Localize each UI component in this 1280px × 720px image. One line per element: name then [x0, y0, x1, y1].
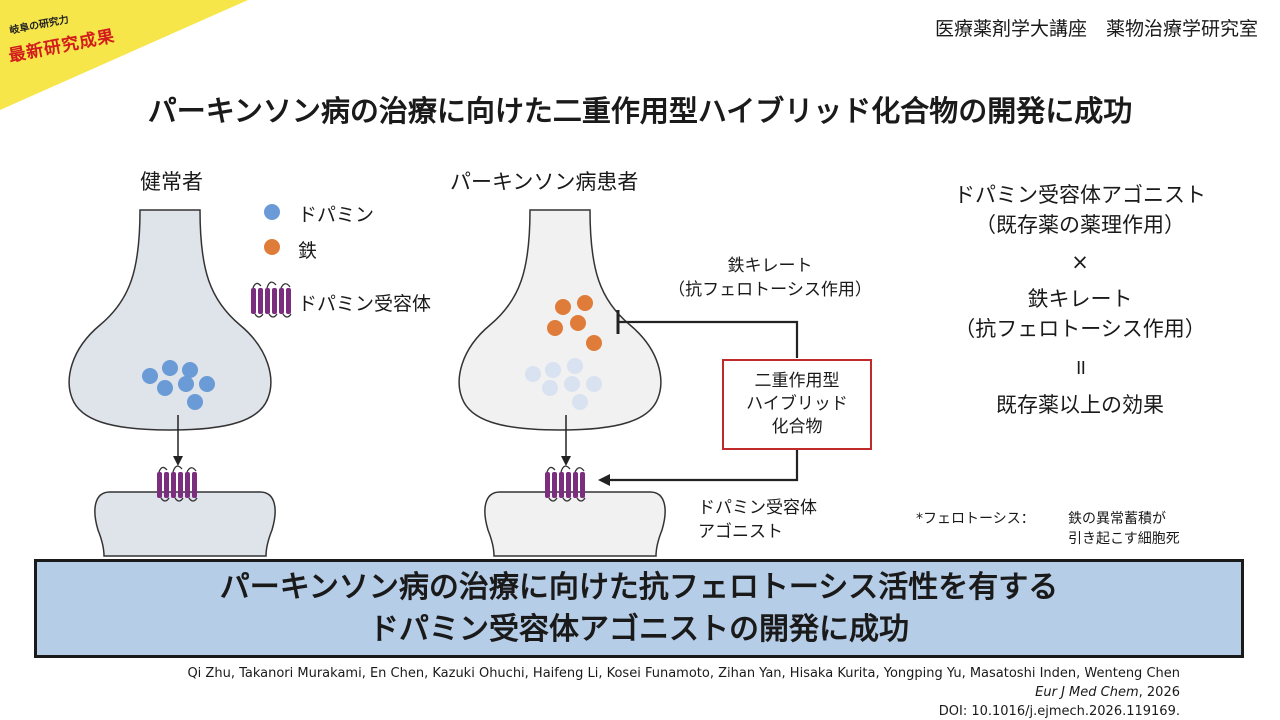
hybrid-compound-box: 二重作用型 ハイブリッド 化合物	[722, 359, 872, 450]
lab-name: 医療薬剤学大講座 薬物治療学研究室	[934, 18, 1258, 40]
right-panel: ドパミン受容体アゴニスト （既存薬の薬理作用） × 鉄キレート （抗フェロトーシ…	[900, 180, 1260, 420]
legend-dopamine-dot	[264, 204, 280, 220]
agonist-label-line2: アゴニスト	[698, 522, 783, 542]
hybrid-line3: 化合物	[771, 417, 823, 437]
right-line6: ॥	[1073, 355, 1087, 379]
chelate-label-line2: （抗フェロトーシス作用）	[668, 280, 872, 300]
legend-receptor-label: ドパミン受容体	[298, 293, 432, 315]
chelate-label: 鉄キレート （抗フェロトーシス作用）	[650, 254, 890, 302]
agonist-label: ドパミン受容体 アゴニスト	[698, 496, 817, 544]
footnote-def2: 引き起こす細胞死	[1068, 531, 1180, 547]
patient-presynaptic-terminal	[458, 209, 662, 431]
citation-doi: DOI: 10.1016/j.ejmech.2026.119169.	[938, 704, 1180, 719]
right-line2: （既存薬の薬理作用）	[975, 213, 1185, 237]
hybrid-line1: 二重作用型	[754, 371, 840, 391]
footnote-def1: 鉄の異常蓄積が	[1068, 511, 1166, 527]
chelation-inhibition-line	[618, 320, 799, 358]
footnote-term: *フェロトーシス：	[916, 511, 1035, 527]
legend-receptor-icon	[250, 281, 292, 318]
hybrid-line2: ハイブリッド	[746, 394, 848, 414]
right-line5: （抗フェロトーシス作用）	[954, 317, 1206, 341]
corner-ribbon	[0, 0, 248, 110]
chelate-label-line1: 鉄キレート	[727, 256, 813, 276]
page-title: パーキンソン病の治療に向けた二重作用型ハイブリッド化合物の開発に成功	[147, 94, 1133, 128]
legend-iron-label: 鉄	[298, 240, 318, 262]
patient-dopamine-cluster	[525, 358, 602, 410]
healthy-label: 健常者	[140, 170, 203, 194]
right-line7: 既存薬以上の効果	[996, 393, 1164, 417]
legend-iron-dot	[264, 239, 280, 255]
summary-banner: パーキンソン病の治療に向けた抗フェロトーシス活性を有する ドパミン受容体アゴニス…	[34, 559, 1244, 658]
healthy-presynaptic-terminal	[68, 209, 272, 431]
agonist-label-line1: ドパミン受容体	[698, 498, 817, 518]
healthy-dopamine-cluster	[142, 360, 215, 410]
journal-year: , 2026	[1138, 685, 1180, 700]
patient-label: パーキンソン病患者	[450, 170, 639, 194]
banner-line1: パーキンソン病の治療に向けた抗フェロトーシス活性を有する	[219, 569, 1059, 605]
right-line3: ×	[1071, 250, 1089, 274]
right-line4: 鉄キレート	[1027, 287, 1133, 311]
citation-authors: Qi Zhu, Takanori Murakami, En Chen, Kazu…	[187, 666, 1180, 681]
right-line1: ドパミン受容体アゴニスト	[954, 183, 1206, 207]
patient-iron-cluster	[547, 295, 602, 351]
patient-postsynaptic-cell	[484, 491, 666, 557]
journal-name: Eur J Med Chem	[1035, 685, 1139, 700]
legend-dopamine-label: ドパミン	[298, 204, 375, 226]
healthy-postsynaptic-cell	[94, 491, 276, 557]
banner-line2: ドパミン受容体アゴニストの開発に成功	[369, 611, 909, 647]
citation-journal: Eur J Med Chem, 2026	[1035, 685, 1180, 700]
agonist-activation-line	[608, 450, 799, 482]
